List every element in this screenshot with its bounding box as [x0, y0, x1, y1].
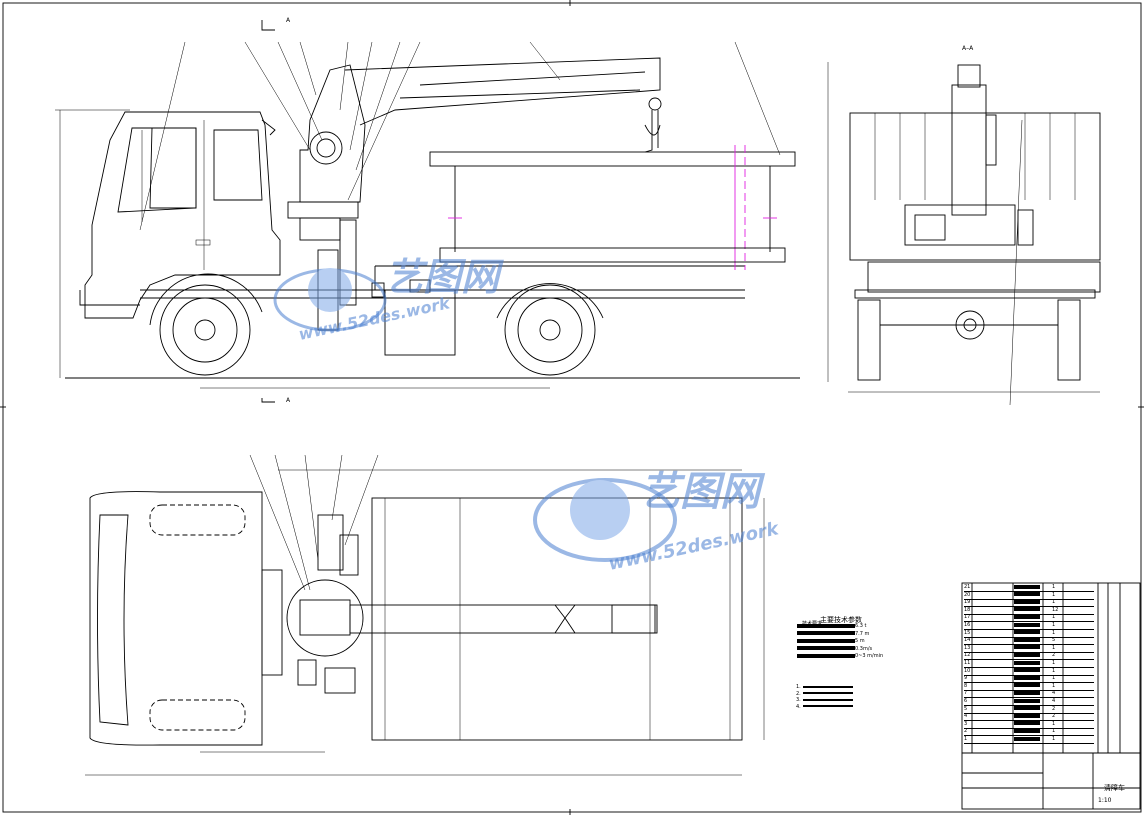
turntable — [286, 579, 364, 657]
watermark-url-2: www.52des.work — [607, 518, 782, 575]
spec-row: 0~3 m/min — [797, 653, 883, 659]
boom-plan — [349, 604, 656, 634]
boom — [344, 57, 661, 126]
rear-view — [827, 62, 1101, 406]
drawing-scale: 1:10 — [1098, 797, 1112, 804]
watermark-brand-2: 艺图网 — [640, 469, 766, 515]
section-view-label: A–A — [962, 45, 974, 52]
rear-wheel — [504, 284, 596, 376]
watermark-brand-1: 艺图网 — [385, 255, 504, 299]
note-row: 2. — [796, 691, 853, 697]
flatbed — [371, 497, 743, 741]
spec-row: 7.7 m — [797, 631, 869, 637]
note-row: 3. — [796, 697, 853, 703]
spec-row: 6.3 t — [797, 623, 867, 629]
watermark-logo — [273, 268, 677, 562]
plan-view — [85, 454, 765, 776]
lifted-load — [429, 151, 796, 167]
note-row: 4. — [796, 704, 853, 710]
front-wheel — [159, 284, 251, 376]
bom-table — [961, 582, 1141, 754]
note-row: 1. — [796, 684, 853, 690]
section-label-bottom: A — [286, 397, 291, 404]
spec-row: 5 m — [797, 638, 865, 644]
watermark-url-1: www.52des.work — [297, 293, 453, 344]
drawing-title: 清障车 — [1104, 783, 1125, 792]
side-view — [55, 20, 800, 403]
section-label-top: A — [286, 17, 291, 24]
spec-row: 0.3m/s — [797, 646, 872, 652]
title-block — [961, 752, 1141, 810]
spec-title: 主要技术参数 — [820, 616, 862, 624]
